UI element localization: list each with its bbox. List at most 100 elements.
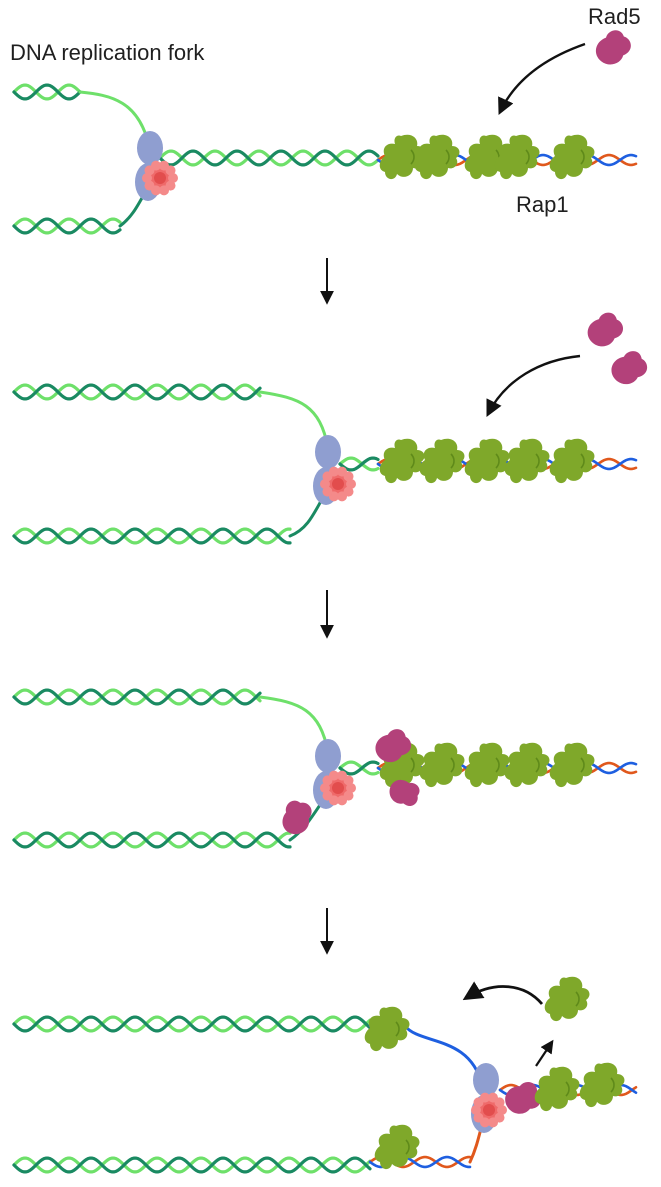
p4-return-arrow <box>462 981 544 1005</box>
p3-upper-duplex-strand-a <box>12 688 262 706</box>
p3-rad5-bottom-body <box>389 779 420 806</box>
rap1-label: Rap1 <box>516 192 569 217</box>
p2-parental-duplex-strand-a <box>338 456 380 472</box>
p4-rap1-lower <box>374 1124 420 1170</box>
p3-rap1-4-body <box>504 742 550 788</box>
p2-rap1-3-shade <box>495 453 500 469</box>
p3-polymerase-center <box>332 782 344 794</box>
p1-rap1-5 <box>549 134 595 180</box>
p3-rap1-1-shade <box>410 757 415 773</box>
panel-4 <box>12 976 638 1174</box>
p2-rap1-1-shade <box>410 453 415 469</box>
p3-parental-duplex-strand-b <box>338 760 380 776</box>
p4-polymerase-lobe <box>473 1112 484 1123</box>
p2-polymerase <box>320 466 356 502</box>
p4-upper-duplex-strand-a <box>12 1015 372 1033</box>
p2-polymerase-lobe <box>320 479 330 489</box>
title-label: DNA replication fork <box>10 40 205 65</box>
p2-rap1-3 <box>464 438 510 484</box>
p4-rap1-lower-shade <box>405 1139 410 1155</box>
p1-rap1-5-body <box>549 134 595 180</box>
panel-3 <box>12 688 638 849</box>
p2-rap1-3-body <box>464 438 510 484</box>
p1-rap1-2 <box>414 134 460 180</box>
p2-polymerase-lobe <box>343 471 354 482</box>
p2-rap1-2 <box>419 438 465 484</box>
p3-lower-duplex <box>12 831 292 849</box>
p4-lower-duplex-strand-b <box>12 1156 372 1174</box>
p1-rap1-4-shade <box>525 149 530 165</box>
p3-rap1-2-shade <box>450 757 455 773</box>
p4-lower-duplex <box>12 1156 372 1174</box>
p3-rap1-2 <box>419 742 465 788</box>
p1-upper-duplex-strand-b <box>12 83 82 101</box>
p1-polymerase-lobe <box>159 185 170 196</box>
p1-parental-duplex <box>158 149 380 167</box>
p2-rap1-5-body <box>549 438 595 484</box>
p4-rap1-upper-shade <box>395 1021 400 1037</box>
p2-rap1-5-shade <box>580 453 585 469</box>
panels-layer <box>12 30 648 1174</box>
p2-upper-duplex-strand-a <box>12 383 262 401</box>
p4-upper-duplex-strand-b <box>12 1015 372 1033</box>
p1-polymerase-lobe <box>142 173 152 183</box>
p3-lower-duplex-strand-a <box>12 831 292 849</box>
p4-polymerase-lobe <box>494 1097 505 1108</box>
p2-rad5-a <box>587 312 624 347</box>
panel-1 <box>12 30 638 235</box>
p3-rap1-3-shade <box>495 757 500 773</box>
p4-rap1-upper-body <box>364 1006 410 1052</box>
p1-rad5-body <box>595 30 631 65</box>
p1-rap1-1-body <box>379 134 425 180</box>
p3-parental-duplex <box>338 760 380 776</box>
p2-rap1-1-body <box>379 438 425 484</box>
p4-rap1-released <box>544 976 590 1022</box>
p1-parental-duplex-strand-a <box>158 149 380 167</box>
p1-rap1-4 <box>494 134 540 180</box>
p2-polymerase-lobe <box>337 491 348 502</box>
p2-leading-strand <box>258 390 330 450</box>
p4-polymerase-lobe <box>479 1092 490 1103</box>
p4-polymerase-center <box>483 1104 495 1116</box>
p2-parental-duplex <box>338 456 380 472</box>
p3-rap1-4 <box>504 742 550 788</box>
p1-rap1-5-shade <box>580 149 585 165</box>
p3-polymerase-lobe <box>343 775 354 786</box>
p1-lower-duplex <box>12 217 122 235</box>
p2-lower-duplex <box>12 527 292 545</box>
p2-polymerase-lobe <box>328 466 339 477</box>
p4-polymerase <box>471 1092 507 1128</box>
p3-upper-duplex <box>12 688 262 706</box>
p2-rap1-4 <box>504 438 550 484</box>
p2-polymerase-lobe <box>346 479 356 489</box>
p1-rap1-1 <box>379 134 425 180</box>
p3-polymerase-lobe <box>346 783 356 793</box>
p1-helicase-upper <box>137 131 163 165</box>
p2-lower-duplex-strand-b <box>12 527 292 545</box>
p2-upper-duplex-strand-b <box>12 383 262 401</box>
p4-rap1-bound-2-shade <box>610 1077 615 1093</box>
p2-rap1-2-shade <box>450 453 455 469</box>
p1-polymerase-lobe <box>168 173 178 183</box>
rad5-label: Rad5 <box>588 4 641 29</box>
p4-rap1-bound-1-body <box>534 1066 580 1112</box>
p4-rap1-upper <box>364 1006 410 1052</box>
p3-polymerase <box>320 770 356 806</box>
p3-rad5-lagging-body <box>282 800 312 835</box>
p1-rad5-arrow <box>498 42 586 116</box>
p2-parental-duplex-strand-b <box>338 456 380 472</box>
p4-upper-ssdna <box>403 1024 484 1087</box>
p2-rad5-a-body <box>587 312 624 347</box>
p3-rap1-3-body <box>464 742 510 788</box>
p3-leading-strand <box>258 695 330 754</box>
p3-rad5-bottom <box>389 779 420 806</box>
p2-lower-duplex-strand-a <box>12 527 292 545</box>
p2-rad5-arrow <box>486 354 581 418</box>
p3-helicase-upper <box>315 739 341 773</box>
p3-polymerase-lobe <box>320 783 330 793</box>
p2-rap1-5 <box>549 438 595 484</box>
p4-rap1-released-body <box>544 976 590 1022</box>
p4-lower-duplex-strand-a <box>12 1156 372 1174</box>
p3-rad5-lagging <box>282 800 312 835</box>
